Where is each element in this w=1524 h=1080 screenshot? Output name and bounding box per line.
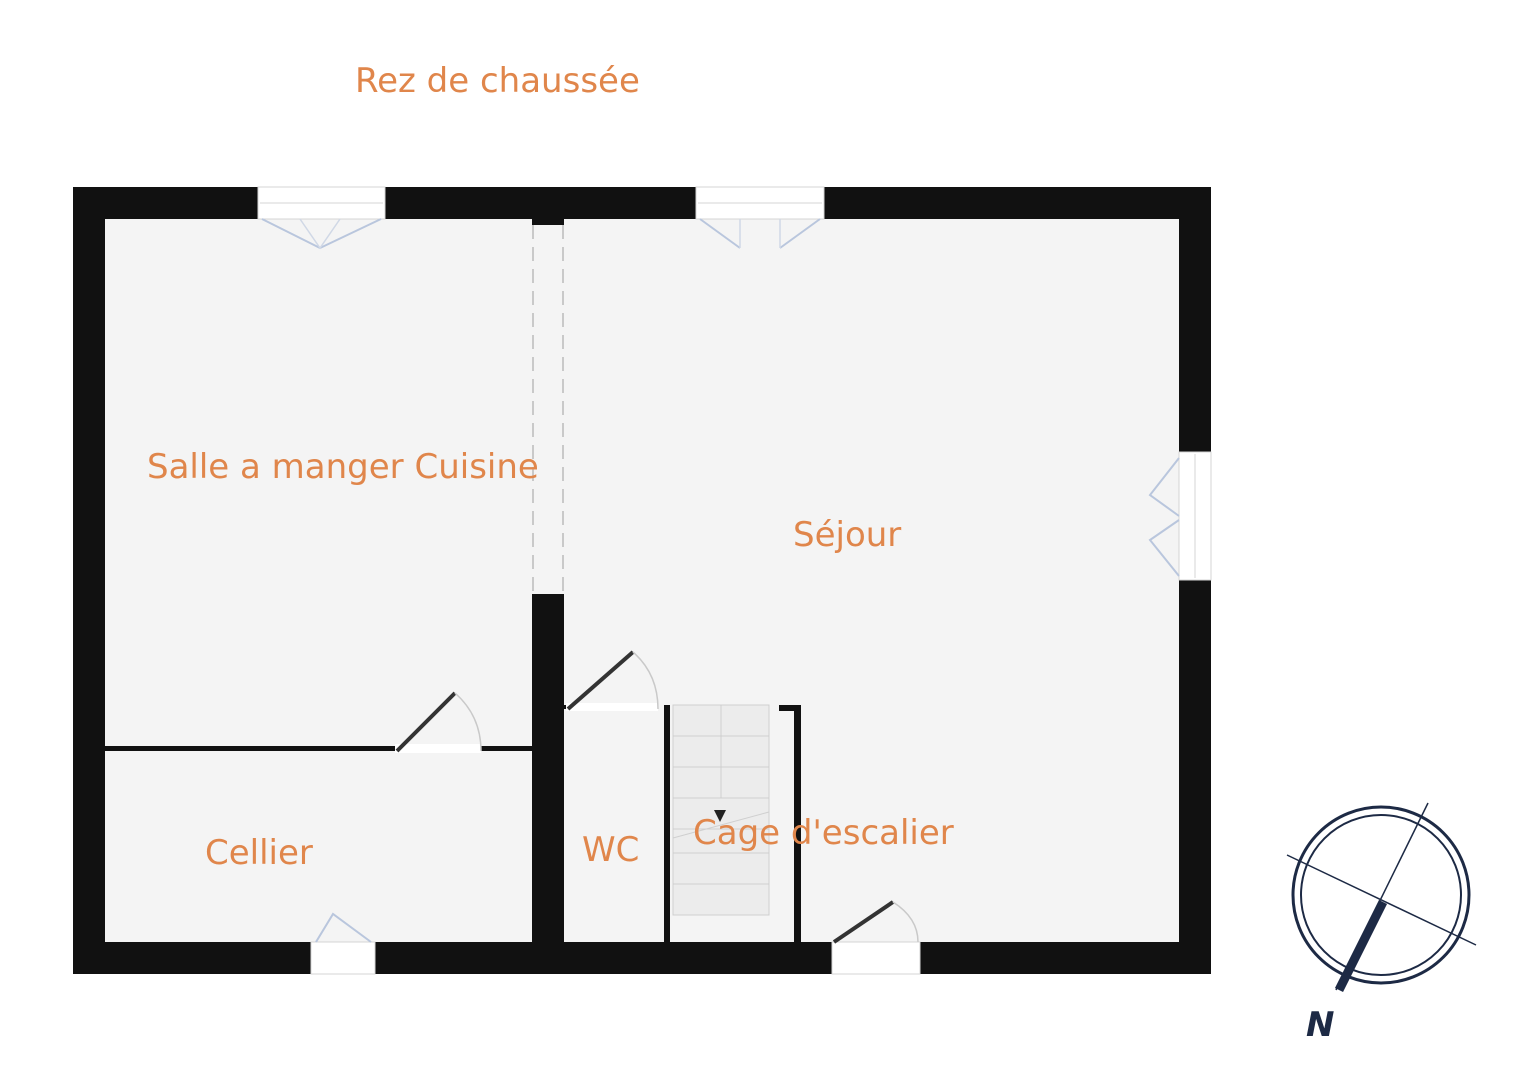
door-cellier xyxy=(395,691,482,753)
room-label-cellier: Cellier xyxy=(205,833,313,873)
window-top-left xyxy=(257,186,386,250)
door-wc xyxy=(566,650,659,711)
floor-area xyxy=(105,219,1179,942)
interior-walls xyxy=(105,219,801,942)
compass-north-label: N xyxy=(1306,1005,1334,1045)
window-right xyxy=(1148,451,1212,581)
outer-walls xyxy=(73,187,1211,974)
room-label-cage-escalier: Cage d'escalier xyxy=(693,813,954,853)
window-top-right xyxy=(695,186,825,249)
room-label-salle-manger-cuisine: Salle a manger Cuisine xyxy=(147,447,539,487)
compass-icon xyxy=(1286,802,1477,993)
open-passage xyxy=(532,225,564,594)
room-label-sejour: Séjour xyxy=(793,515,901,555)
room-label-wc: WC xyxy=(582,830,639,870)
floor-title: Rez de chaussée xyxy=(355,61,640,101)
door-entrance xyxy=(831,900,921,975)
door-cellier-exterior xyxy=(310,912,376,975)
staircase xyxy=(672,704,770,916)
